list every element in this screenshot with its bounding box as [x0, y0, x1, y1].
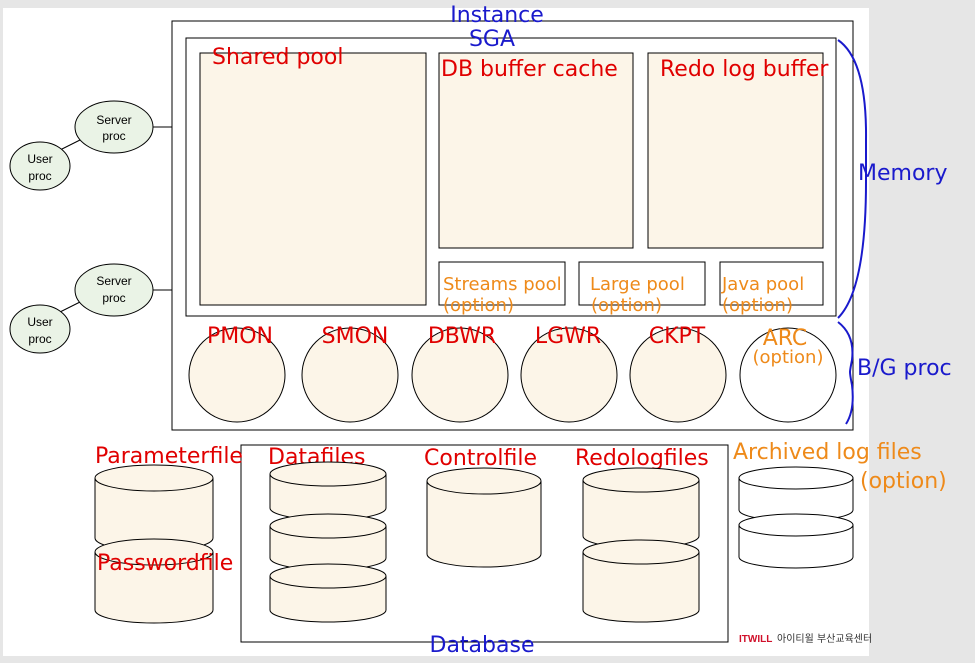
- archived-log-files-option: (option): [860, 469, 947, 494]
- smon-label: SMON: [322, 324, 389, 349]
- itwill-logo-mark: ITWILL: [739, 634, 772, 645]
- ckpt-label: CKPT: [649, 324, 706, 349]
- user-proc-2-label-line2: proc: [28, 332, 51, 346]
- archived-log-cylinder: [738, 466, 854, 522]
- redologfiles-label: Redologfiles: [575, 446, 709, 471]
- controlfile-cylinder: [426, 467, 542, 568]
- server-proc-2-label-line1: Server: [96, 274, 131, 288]
- server-proc-1: [74, 100, 154, 154]
- user-proc-1-label-line2: proc: [28, 169, 51, 183]
- arc-process: [739, 327, 837, 423]
- itwill-logo-text: 아이티윌 부산교육센터: [777, 633, 872, 645]
- redologfile-cylinder: [582, 467, 700, 549]
- user-proc-2: [9, 304, 71, 354]
- arc-label: ARC: [763, 326, 808, 351]
- archived-log-files-label: Archived log files: [733, 440, 922, 465]
- shared-pool-box: [199, 52, 427, 306]
- bg-proc-brace: [837, 321, 854, 425]
- user-proc-1-label-line1: User: [27, 152, 52, 166]
- dbwr-process: [411, 327, 509, 423]
- datafile-cylinder: [269, 563, 387, 623]
- itwill-logo: ITWILL 아이티윌 부산교육센터: [739, 631, 872, 645]
- memory-brace: [837, 39, 868, 319]
- db-buffer-cache-box: [438, 52, 634, 249]
- large-pool-box: [578, 261, 706, 306]
- database-label: Database: [430, 633, 535, 658]
- streams-pool-label: Streams pool: [443, 274, 562, 295]
- connector-line: [59, 301, 81, 313]
- instance-title: Instance: [450, 3, 544, 28]
- connector-line: [59, 139, 81, 151]
- ckpt-process: [629, 327, 727, 423]
- server-proc-2-label-line2: proc: [102, 291, 125, 305]
- java-pool-option: (option): [722, 295, 793, 316]
- sga-title: SGA: [469, 27, 515, 52]
- datafile-cylinder: [269, 461, 387, 521]
- dbwr-label: DBWR: [428, 324, 496, 349]
- lgwr-label: LGWR: [535, 324, 601, 349]
- java-pool-box: [719, 261, 824, 306]
- arc-option: (option): [753, 347, 824, 368]
- archived-log-cylinder: [738, 513, 854, 569]
- user-proc-2-label-line1: User: [27, 315, 52, 329]
- db-buffer-cache-label: DB buffer cache: [441, 57, 618, 82]
- redologfile-cylinder: [582, 539, 700, 623]
- instance-box: [171, 20, 854, 431]
- server-proc-2: [74, 263, 154, 317]
- server-proc-1-label-line2: proc: [102, 129, 125, 143]
- datafile-cylinder: [269, 513, 387, 571]
- user-proc-1: [9, 141, 71, 191]
- parameterfile-label: Parameterfile: [95, 444, 243, 469]
- shared-pool-label: Shared pool: [212, 45, 343, 70]
- streams-pool-option: (option): [443, 295, 514, 316]
- pmon-label: PMON: [207, 324, 273, 349]
- large-pool-label: Large pool: [590, 274, 685, 295]
- redo-log-buffer-label: Redo log buffer: [660, 57, 829, 82]
- memory-label: Memory: [858, 161, 947, 186]
- passwordfile-label: Passwordfile: [97, 551, 233, 576]
- database-box: [240, 444, 729, 643]
- large-pool-option: (option): [591, 295, 662, 316]
- sga-box: [185, 37, 837, 317]
- passwordfile-cylinder: [94, 538, 214, 624]
- pmon-process: [188, 327, 286, 423]
- lgwr-process: [520, 327, 618, 423]
- parameterfile-cylinder: [94, 464, 214, 552]
- server-proc-1-label-line1: Server: [96, 113, 131, 127]
- redo-log-buffer-box: [647, 52, 824, 249]
- controlfile-label: Controlfile: [424, 446, 537, 471]
- bg-proc-label: B/G proc: [857, 356, 952, 381]
- streams-pool-box: [438, 261, 566, 306]
- java-pool-label: Java pool: [721, 274, 804, 295]
- smon-process: [301, 327, 399, 423]
